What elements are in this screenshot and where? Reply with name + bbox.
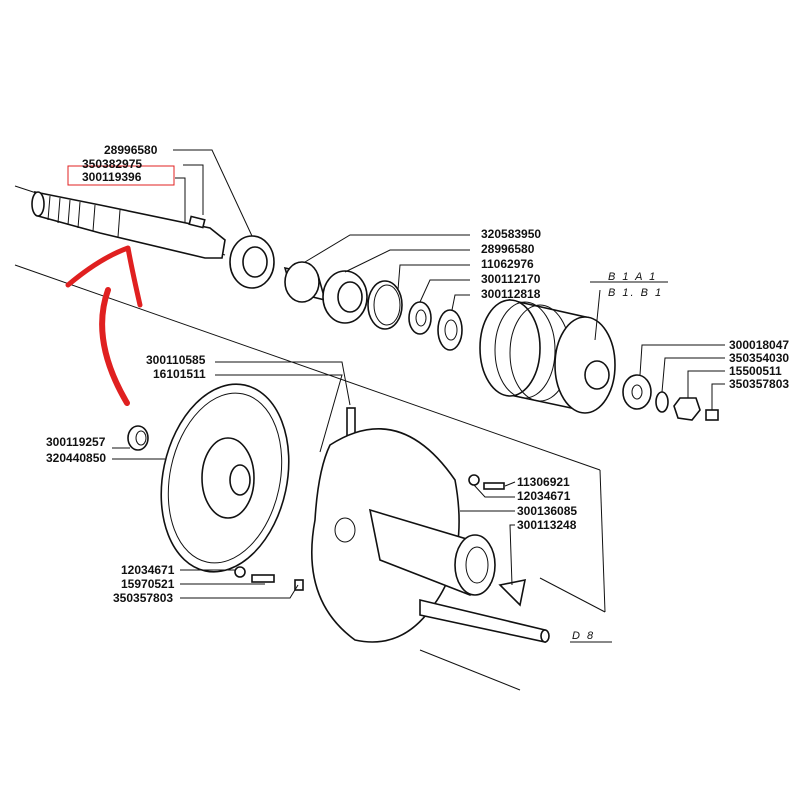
part-labels-housing: 11306921 12034671 300136085 300113248 (517, 475, 577, 532)
part-number[interactable]: 320583950 (481, 227, 541, 241)
ref-d8: D 8 (572, 630, 595, 642)
bearing-2 (322, 270, 368, 324)
part-labels-bearing: 320583950 28996580 11062976 300112170 30… (481, 227, 541, 301)
part-number[interactable]: 28996580 (481, 242, 535, 256)
part-number[interactable]: 350382975 (82, 157, 142, 171)
shift-shaft (419, 598, 550, 643)
part-number[interactable]: 300110585 (146, 353, 206, 367)
group-ref-top: B 1 A 1 (608, 271, 657, 283)
part-number[interactable]: 16101511 (153, 367, 206, 381)
part-number[interactable]: 300112170 (481, 272, 541, 286)
part-number[interactable]: 350357803 (113, 591, 173, 605)
part-number[interactable]: 350354030 (729, 351, 789, 365)
part-number[interactable]: 12034671 (121, 563, 175, 577)
part-number[interactable]: 300136085 (517, 504, 577, 518)
part-labels-bolt: 300110585 16101511 (146, 353, 206, 381)
red-arrow (65, 245, 143, 406)
part-number[interactable]: 11306921 (517, 475, 570, 489)
leader-lines (112, 149, 725, 643)
part-number[interactable]: 300119257 (46, 435, 106, 449)
bearing-1 (229, 235, 275, 289)
group-reference: B 1 A 1 B 1. B 1 (608, 271, 663, 299)
part-number[interactable]: 320440850 (46, 451, 106, 465)
part-number-highlighted[interactable]: 300119396 (82, 170, 142, 184)
part-number[interactable]: 11062976 (481, 257, 534, 271)
bell-housing (311, 428, 527, 643)
part-labels-flywheel: 300119257 320440850 (46, 435, 106, 465)
washer-2 (437, 309, 463, 351)
part-labels-top: 28996580 350382975 300119396 (82, 143, 158, 184)
spacer-sleeve (283, 261, 327, 303)
part-number[interactable]: 300113248 (517, 518, 577, 532)
part-number[interactable]: 300112818 (481, 287, 541, 301)
part-number[interactable]: 28996580 (104, 143, 158, 157)
housing-bolts (234, 474, 505, 591)
group-ref-bottom: B 1. B 1 (608, 287, 663, 299)
part-number[interactable]: 12034671 (517, 489, 571, 503)
input-shaft (31, 190, 226, 259)
flywheel-plate (160, 383, 290, 573)
snap-ring (367, 280, 403, 330)
part-labels-bottom: 12034671 15970521 350357803 (113, 563, 175, 605)
highlight-box (67, 165, 175, 186)
part-number[interactable]: 15970521 (121, 577, 175, 591)
part-number[interactable]: 300018047 (729, 338, 789, 352)
drum-hardware (622, 374, 719, 421)
pilot-bushing (127, 425, 149, 451)
clutch-drum (479, 299, 616, 414)
part-labels-drum: 300018047 350354030 15500511 350357803 (729, 338, 789, 391)
washer-1 (408, 301, 432, 335)
part-number[interactable]: 15500511 (729, 364, 782, 378)
part-number[interactable]: 350357803 (729, 377, 789, 391)
